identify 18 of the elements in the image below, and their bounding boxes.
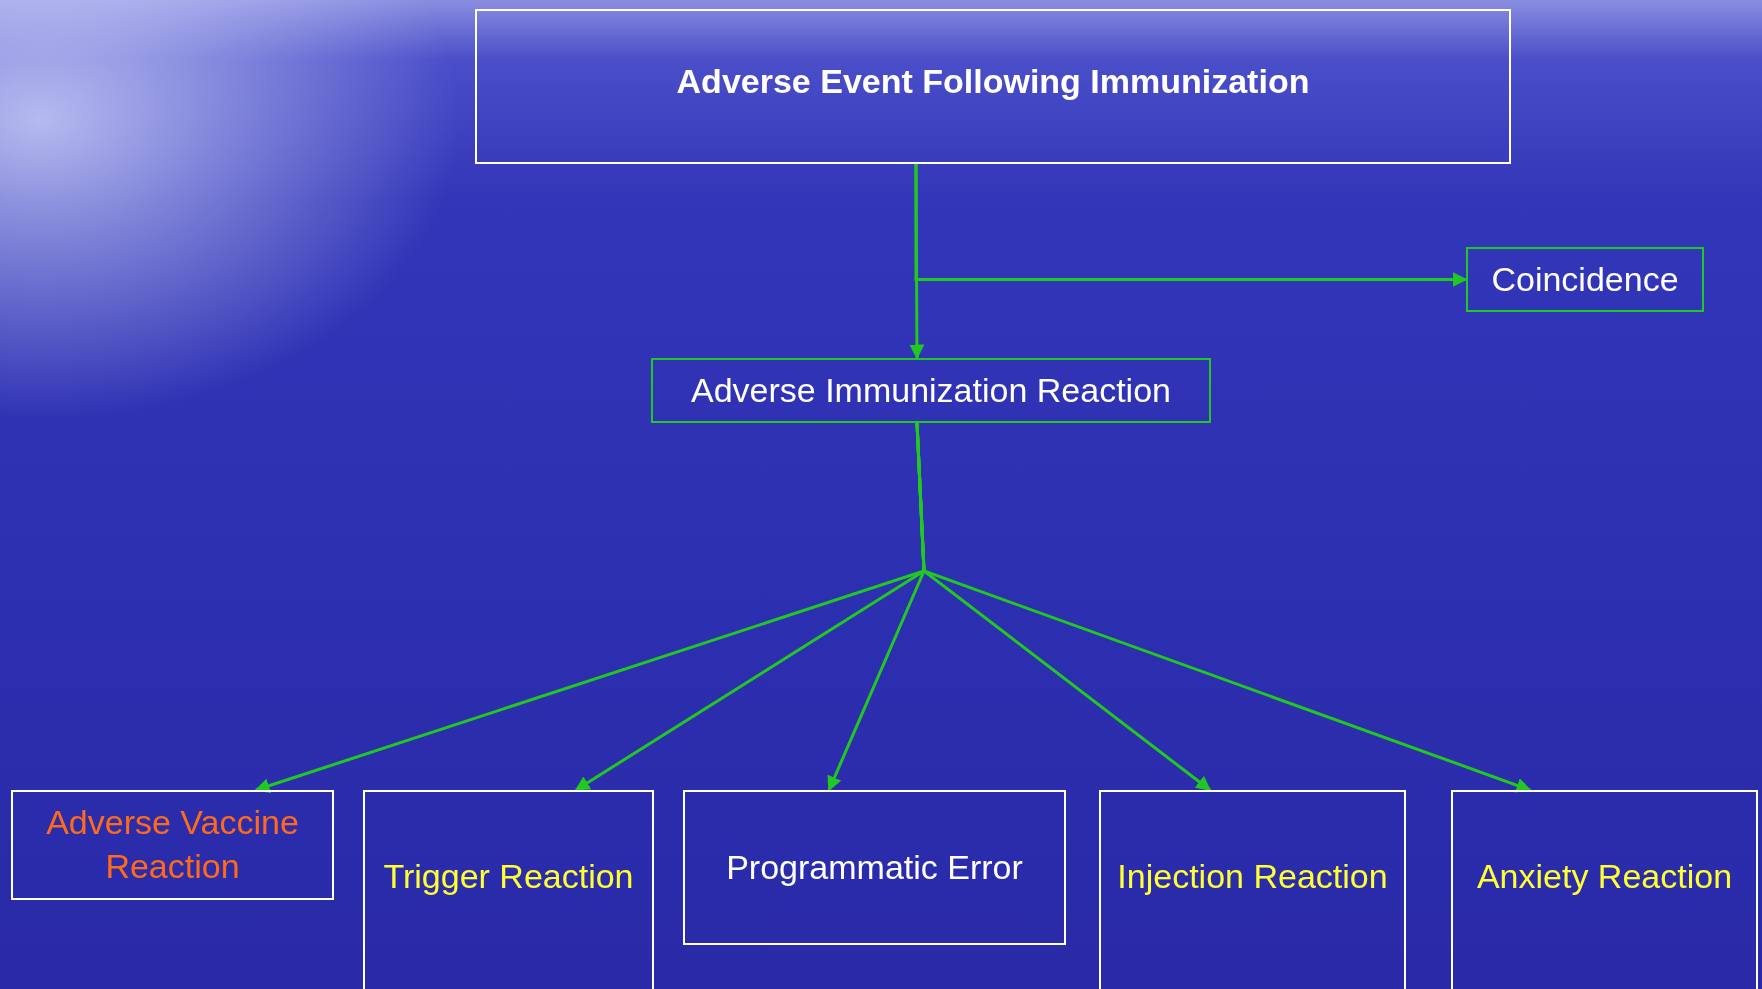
category-box [1466, 247, 1704, 312]
category-box [683, 790, 1066, 945]
arrow [914, 164, 1468, 287]
node-label: Coincidence [1491, 259, 1679, 301]
node-label: Adverse Immunization Reaction [691, 370, 1171, 412]
category-box [475, 9, 1511, 164]
node-label: Anxiety Reaction [1476, 856, 1733, 897]
node-label: Adverse Event Following Immunization [676, 61, 1310, 103]
node-label: Programmatic Error [726, 847, 1023, 889]
category-box [11, 790, 334, 900]
node-label: Trigger Reaction [383, 856, 634, 897]
category-box [651, 358, 1211, 423]
category-box [1451, 790, 1758, 989]
category-box [363, 790, 654, 989]
node-label: Injection Reaction [1117, 856, 1388, 897]
arrow [915, 422, 1532, 793]
category-box [1099, 790, 1406, 989]
node-label: Adverse Vaccine Reaction [45, 802, 300, 888]
